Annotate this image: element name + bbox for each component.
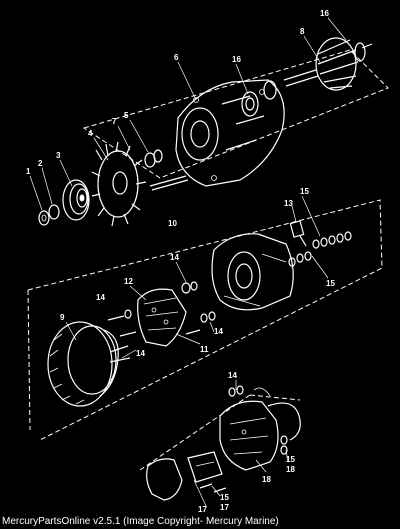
callout-7: 7: [112, 117, 117, 126]
callout-labels: 1 2 3 4 5 7 6 16 8 16 10 13 15 15 14 12 …: [26, 9, 335, 514]
callout-4: 4: [88, 129, 93, 138]
callout-11: 11: [200, 345, 209, 354]
callout-17-left: 17: [198, 505, 207, 514]
callout-1: 1: [26, 167, 31, 176]
callout-14-stator: 14: [136, 349, 145, 358]
wire-lead-part: [253, 387, 301, 441]
callout-14-bottom: 14: [228, 371, 237, 380]
brush-holder-part: [187, 451, 223, 483]
callout-16-rotor: 16: [320, 9, 329, 18]
callout-12: 12: [124, 277, 133, 286]
callout-14-left: 14: [96, 293, 105, 302]
callout-5: 5: [124, 111, 129, 120]
rectifier-screws: [107, 281, 216, 337]
callout-15-right: 15: [326, 279, 335, 288]
callout-14-right: 14: [214, 327, 223, 336]
stator-part: [47, 321, 131, 407]
callout-15-upper: 15: [300, 187, 309, 196]
through-bolt-part: [149, 175, 189, 191]
insulator-washers: [288, 231, 352, 267]
callout-2: 2: [38, 159, 43, 168]
callout-14-upper: 14: [170, 253, 179, 262]
exploded-alternator-diagram: 1 2 3 4 5 7 6 16 8 16 10 13 15 15 14 12 …: [26, 9, 389, 514]
callout-16-top: 16: [232, 55, 241, 64]
callout-6: 6: [174, 53, 179, 62]
spacer-part: [144, 149, 163, 168]
washer-part: [48, 204, 60, 220]
slip-ring-end-frame-part: [211, 233, 294, 311]
pulley-part: [62, 179, 90, 221]
assembly-boundary-lines: [27, 49, 389, 471]
callout-15-right-bottom: 15: [286, 455, 295, 464]
terminal-part: [289, 220, 307, 247]
callout-18-right: 18: [286, 465, 295, 474]
rectifier-bridge-part: [137, 288, 187, 347]
leader-lines: [29, 17, 347, 507]
cover-plate-part: [146, 458, 183, 501]
callout-13: 13: [284, 199, 293, 208]
callout-18-lower: 18: [262, 475, 271, 484]
callout-8: 8: [300, 27, 305, 36]
callout-10: 10: [168, 219, 177, 228]
bearing-part: [241, 80, 277, 117]
copyright-footer: MercuryPartsOnline v2.5.1 (Image Copyrig…: [2, 516, 279, 527]
callout-9: 9: [60, 313, 65, 322]
callout-17-right: 17: [220, 503, 229, 512]
nut-part: [38, 210, 50, 226]
callout-3: 3: [56, 151, 61, 160]
callout-15-bottom: 15: [220, 493, 229, 502]
regulator-part: [219, 400, 279, 471]
fan-part: [91, 141, 147, 227]
rotor-part: [283, 37, 373, 91]
